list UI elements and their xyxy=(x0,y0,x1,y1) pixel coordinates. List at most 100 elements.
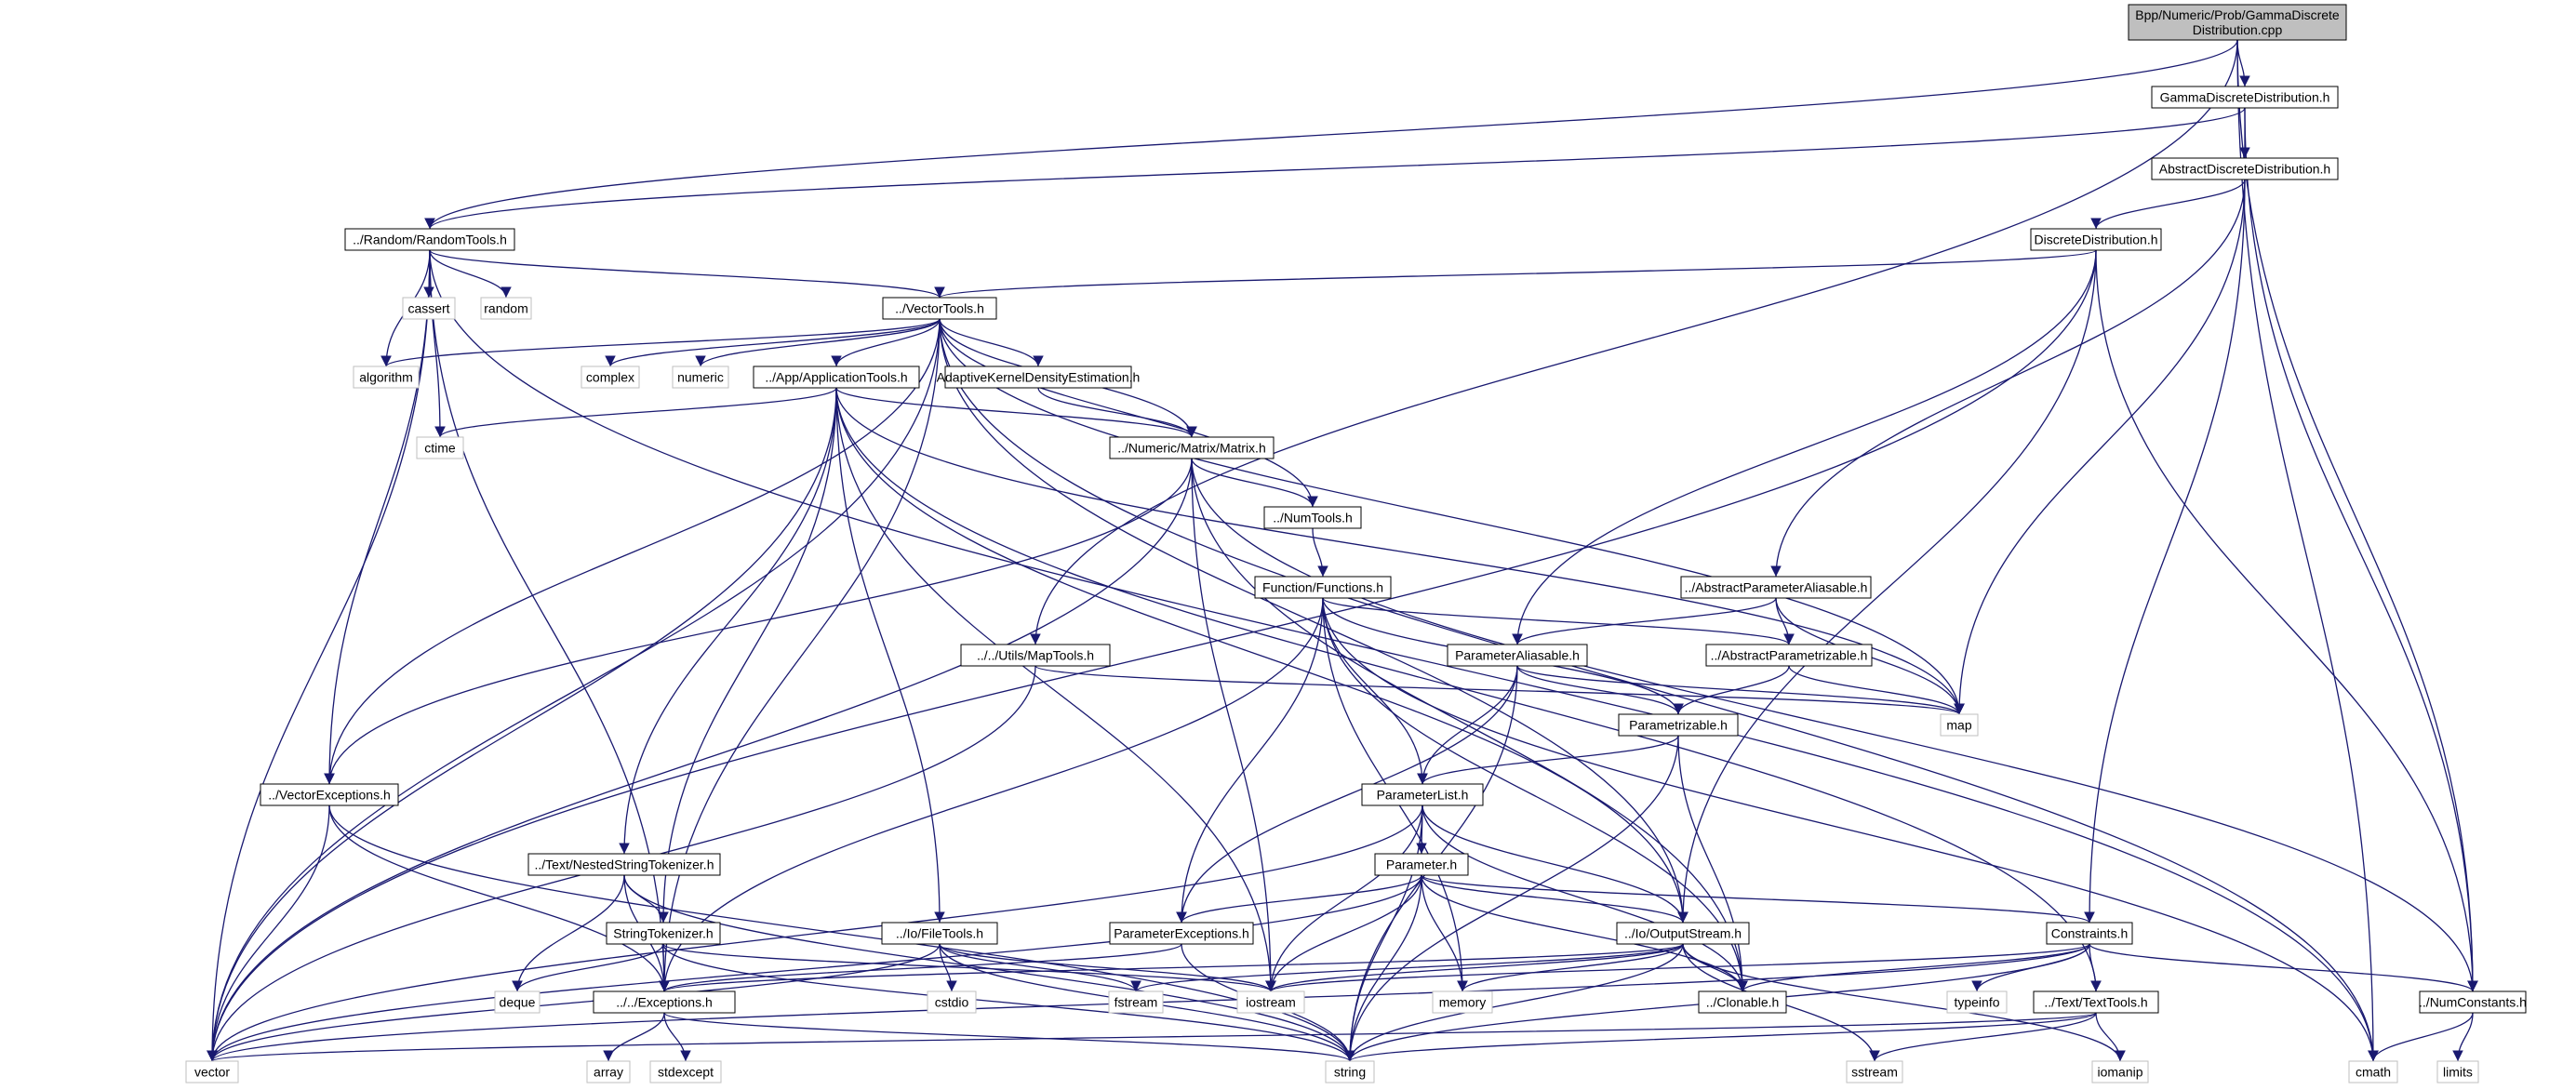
node-nst[interactable]: ../Text/NestedStringTokenizer.h xyxy=(527,853,721,876)
edge-akde-to-mat xyxy=(1037,387,1197,438)
edge-pa-to-pz xyxy=(1516,665,1684,715)
node-gdd[interactable]: GammaDiscreteDistribution.h xyxy=(2151,86,2339,109)
node-label: ../Clonable.h xyxy=(1706,995,1780,1010)
edge-vt-to-map xyxy=(939,318,1965,715)
node-pe[interactable]: ParameterExceptions.h xyxy=(1109,922,1254,945)
edge-exc-to-array xyxy=(603,1012,665,1062)
node-box xyxy=(1432,990,1493,1014)
node-box[interactable] xyxy=(2151,86,2339,109)
node-label: typeinfo xyxy=(1954,995,1999,1010)
node-pz[interactable]: Parametrizable.h xyxy=(1618,713,1739,737)
node-add[interactable]: AbstractDiscreteDistribution.h xyxy=(2151,157,2339,180)
edge-rt-to-cmath xyxy=(429,249,2379,1062)
node-label: vector xyxy=(194,1065,230,1080)
node-stok[interactable]: StringTokenizer.h xyxy=(606,922,721,945)
node-box[interactable] xyxy=(1254,576,1392,599)
edge-tt-to-string xyxy=(1344,1012,2097,1062)
node-ft[interactable]: ../Io/FileTools.h xyxy=(881,922,998,945)
node-label: complex xyxy=(586,370,634,385)
node-label: Distribution.cpp xyxy=(2193,22,2283,37)
node-box xyxy=(586,1060,631,1083)
node-label: cassert xyxy=(407,301,449,316)
node-nt[interactable]: ../NumTools.h xyxy=(1263,506,1362,529)
node-mt[interactable]: ../../Utils/MapTools.h xyxy=(960,644,1111,667)
node-con[interactable]: Constraints.h xyxy=(2046,922,2133,945)
node-box[interactable] xyxy=(753,366,920,389)
node-layer: Bpp/Numeric/Prob/GammaDiscreteDistributi… xyxy=(185,4,2527,1083)
node-label: Constraints.h xyxy=(2051,926,2128,941)
node-label: ../Io/FileTools.h xyxy=(896,926,983,941)
node-param[interactable]: Parameter.h xyxy=(1374,853,1469,876)
node-vt[interactable]: ../VectorTools.h xyxy=(882,297,997,320)
node-box[interactable] xyxy=(960,644,1111,667)
node-apa[interactable]: ../AbstractParameterAliasable.h xyxy=(1680,576,1872,599)
node-box[interactable] xyxy=(260,783,399,806)
node-algorithm: algorithm xyxy=(353,366,420,389)
node-akde[interactable]: AdaptiveKernelDensityEstimation.h xyxy=(937,366,1141,389)
edge-root-to-nc xyxy=(2236,39,2478,992)
node-box[interactable] xyxy=(2033,990,2159,1014)
node-box[interactable] xyxy=(527,853,721,876)
node-mat[interactable]: ../Numeric/Matrix/Matrix.h xyxy=(1109,436,1275,459)
node-box[interactable] xyxy=(1618,713,1739,737)
node-box[interactable] xyxy=(606,922,721,945)
node-ap[interactable]: ../AbstractParametrizable.h xyxy=(1705,644,1873,667)
node-rt[interactable]: ../Random/RandomTools.h xyxy=(344,228,515,251)
node-label: random xyxy=(484,301,527,316)
node-box[interactable] xyxy=(1705,644,1873,667)
node-box[interactable] xyxy=(1680,576,1872,599)
node-array: array xyxy=(586,1060,631,1083)
node-label: iostream xyxy=(1246,995,1296,1010)
node-box[interactable] xyxy=(593,990,736,1014)
node-label: ../VectorExceptions.h xyxy=(268,788,391,803)
edge-con-to-iostream xyxy=(1265,943,2090,992)
node-box[interactable] xyxy=(881,922,998,945)
edge-add-to-con xyxy=(2084,179,2246,924)
node-ff[interactable]: Function/Functions.h xyxy=(1254,576,1392,599)
edge-vt-to-vector xyxy=(207,318,941,1062)
node-label: cstdio xyxy=(935,995,969,1010)
edge-vt-to-akde xyxy=(939,318,1044,367)
node-box[interactable] xyxy=(1109,436,1275,459)
node-box[interactable] xyxy=(1616,922,1750,945)
node-clon[interactable]: ../Clonable.h xyxy=(1698,990,1787,1014)
node-label: Parametrizable.h xyxy=(1629,718,1728,733)
node-pa[interactable]: ParameterAliasable.h xyxy=(1447,644,1588,667)
edge-ff-to-cmath xyxy=(1322,597,2379,1062)
edge-vt-to-numeric xyxy=(695,318,941,367)
node-ve[interactable]: ../VectorExceptions.h xyxy=(260,783,399,806)
node-root: Bpp/Numeric/Prob/GammaDiscreteDistributi… xyxy=(2128,4,2347,41)
node-tt[interactable]: ../Text/TextTools.h xyxy=(2033,990,2159,1014)
edge-rt-to-ctime xyxy=(429,249,446,438)
node-box[interactable] xyxy=(1263,506,1362,529)
edge-gdd-to-nc xyxy=(2244,107,2478,992)
node-box[interactable] xyxy=(1361,783,1484,806)
node-at[interactable]: ../App/ApplicationTools.h xyxy=(753,366,920,389)
node-memory: memory xyxy=(1432,990,1493,1014)
node-label: ParameterAliasable.h xyxy=(1455,648,1580,663)
node-nc[interactable]: ../NumConstants.h xyxy=(2419,990,2527,1014)
node-box[interactable] xyxy=(2046,922,2133,945)
node-box xyxy=(1108,990,1164,1014)
node-pl[interactable]: ParameterList.h xyxy=(1361,783,1484,806)
node-label: ../VectorTools.h xyxy=(895,301,984,316)
node-os[interactable]: ../Io/OutputStream.h xyxy=(1616,922,1750,945)
node-box[interactable] xyxy=(882,297,997,320)
node-box[interactable] xyxy=(1374,853,1469,876)
node-dd[interactable]: DiscreteDistribution.h xyxy=(2030,228,2162,251)
edge-ap-to-map xyxy=(1788,665,1965,715)
node-box[interactable] xyxy=(344,228,515,251)
node-exc[interactable]: ../../Exceptions.h xyxy=(593,990,736,1014)
node-label: limits xyxy=(2443,1065,2473,1080)
edge-nt-to-ff xyxy=(1312,527,1328,578)
node-box[interactable] xyxy=(1698,990,1787,1014)
node-box[interactable] xyxy=(2419,990,2527,1014)
node-box[interactable] xyxy=(1447,644,1588,667)
node-box[interactable] xyxy=(1109,922,1254,945)
edge-stok-to-string xyxy=(662,943,1355,1062)
edge-pz-to-string xyxy=(1344,735,1679,1062)
node-box[interactable] xyxy=(944,366,1132,389)
node-label: GammaDiscreteDistribution.h xyxy=(2160,90,2330,105)
node-box[interactable] xyxy=(2030,228,2162,251)
node-box[interactable] xyxy=(2151,157,2339,180)
